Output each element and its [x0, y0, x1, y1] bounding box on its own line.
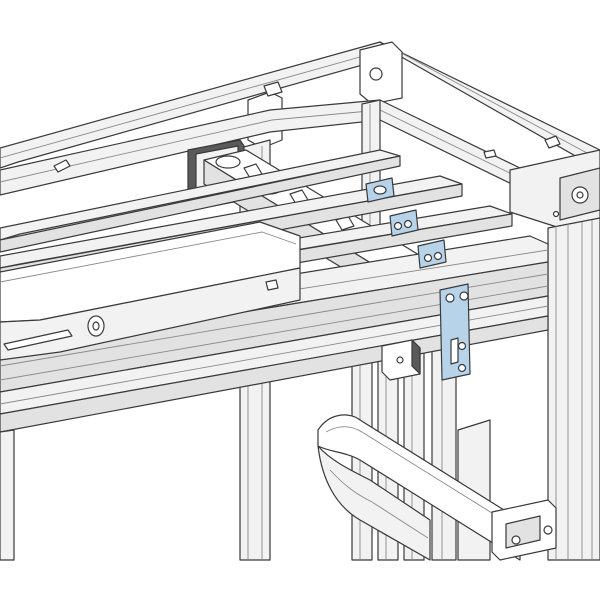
connection-bracket-1: [365, 177, 395, 203]
busbar-clamp: [381, 339, 421, 381]
connection-bracket-2: [389, 209, 419, 237]
connection-bracket-4: [439, 283, 471, 381]
front-cover-profile: [0, 221, 301, 361]
top-left-beam: [0, 41, 399, 169]
connection-bracket-3: [417, 239, 447, 269]
enclosure-frame: [0, 41, 600, 561]
left-front-post: [0, 429, 15, 561]
blue-connection-brackets: [365, 177, 471, 381]
right-front-post: [547, 217, 600, 561]
curved-connector-droppers: [317, 414, 557, 561]
